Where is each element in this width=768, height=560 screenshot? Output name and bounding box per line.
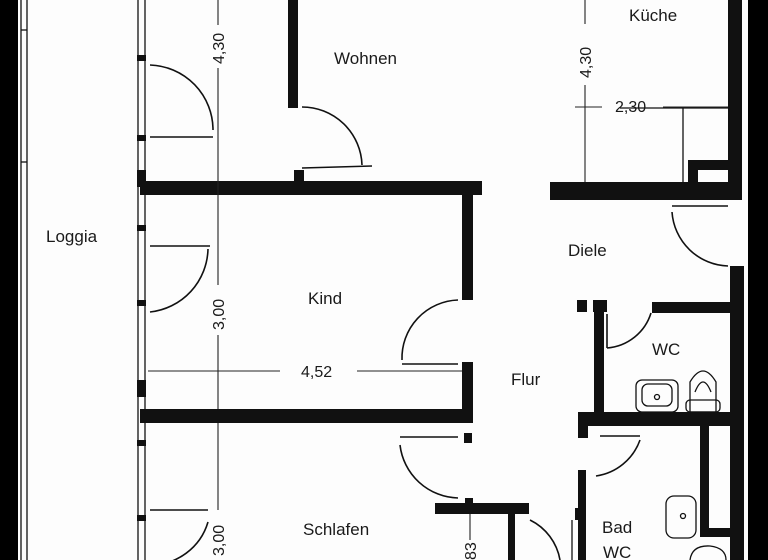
dimension-lines xyxy=(148,0,728,540)
dim-partial: 83 xyxy=(463,542,480,560)
bad-toilet-icon xyxy=(689,545,727,560)
wall-wc-bad xyxy=(578,412,732,426)
room-label-wc: WC xyxy=(652,340,680,359)
right-border xyxy=(748,0,768,560)
loggia-railing xyxy=(20,0,28,560)
dim-kueche-depth: 4,30 xyxy=(578,47,595,78)
left-border xyxy=(0,0,18,560)
room-label-schlafen: Schlafen xyxy=(303,520,369,539)
wohnen-door xyxy=(301,106,363,166)
loggia-door-schlafen xyxy=(172,521,209,560)
wc-door xyxy=(606,312,652,349)
bad-door xyxy=(595,439,641,477)
kind-right-wall xyxy=(462,195,473,300)
dim-schlafen-depth: 3,00 xyxy=(211,525,228,556)
room-label-bad: Bad xyxy=(602,518,632,537)
wc-toilet-icon xyxy=(685,370,721,413)
loggia-door-wohnen xyxy=(149,64,214,131)
wc-left-wall xyxy=(577,300,587,312)
facade-wall xyxy=(137,0,146,560)
room-label-kind: Kind xyxy=(308,289,342,308)
kind-door xyxy=(401,299,459,361)
room-label-bad-wc: WC xyxy=(603,543,631,560)
wall-schlafen-bath-corridor xyxy=(435,503,529,514)
entrance-door xyxy=(671,211,729,267)
bad-shaft-wall xyxy=(700,426,709,536)
room-label-loggia: Loggia xyxy=(46,227,98,246)
schlafen-door xyxy=(399,444,459,499)
right-exterior-wall xyxy=(728,0,742,200)
lower-door xyxy=(529,519,561,560)
room-label-wohnen: Wohnen xyxy=(334,49,397,68)
bad-sink-icon xyxy=(665,495,697,539)
wall-wohnen-kind xyxy=(140,181,482,195)
dim-kind-width: 4,52 xyxy=(301,364,332,381)
wall-kind-schlafen xyxy=(140,409,473,423)
dim-kueche-width: 2,30 xyxy=(615,99,646,116)
room-label-diele: Diele xyxy=(568,241,607,260)
loggia-door-kind xyxy=(149,248,209,313)
wohnen-wall-stub xyxy=(288,0,298,108)
room-label-flur: Flur xyxy=(511,370,541,389)
wall-kueche-diele xyxy=(550,182,730,200)
dim-wohnen-depth: 4,30 xyxy=(211,33,228,64)
wc-sink-icon xyxy=(635,379,679,413)
dim-kind-depth: 3,00 xyxy=(211,299,228,330)
room-label-kueche: Küche xyxy=(629,6,677,25)
